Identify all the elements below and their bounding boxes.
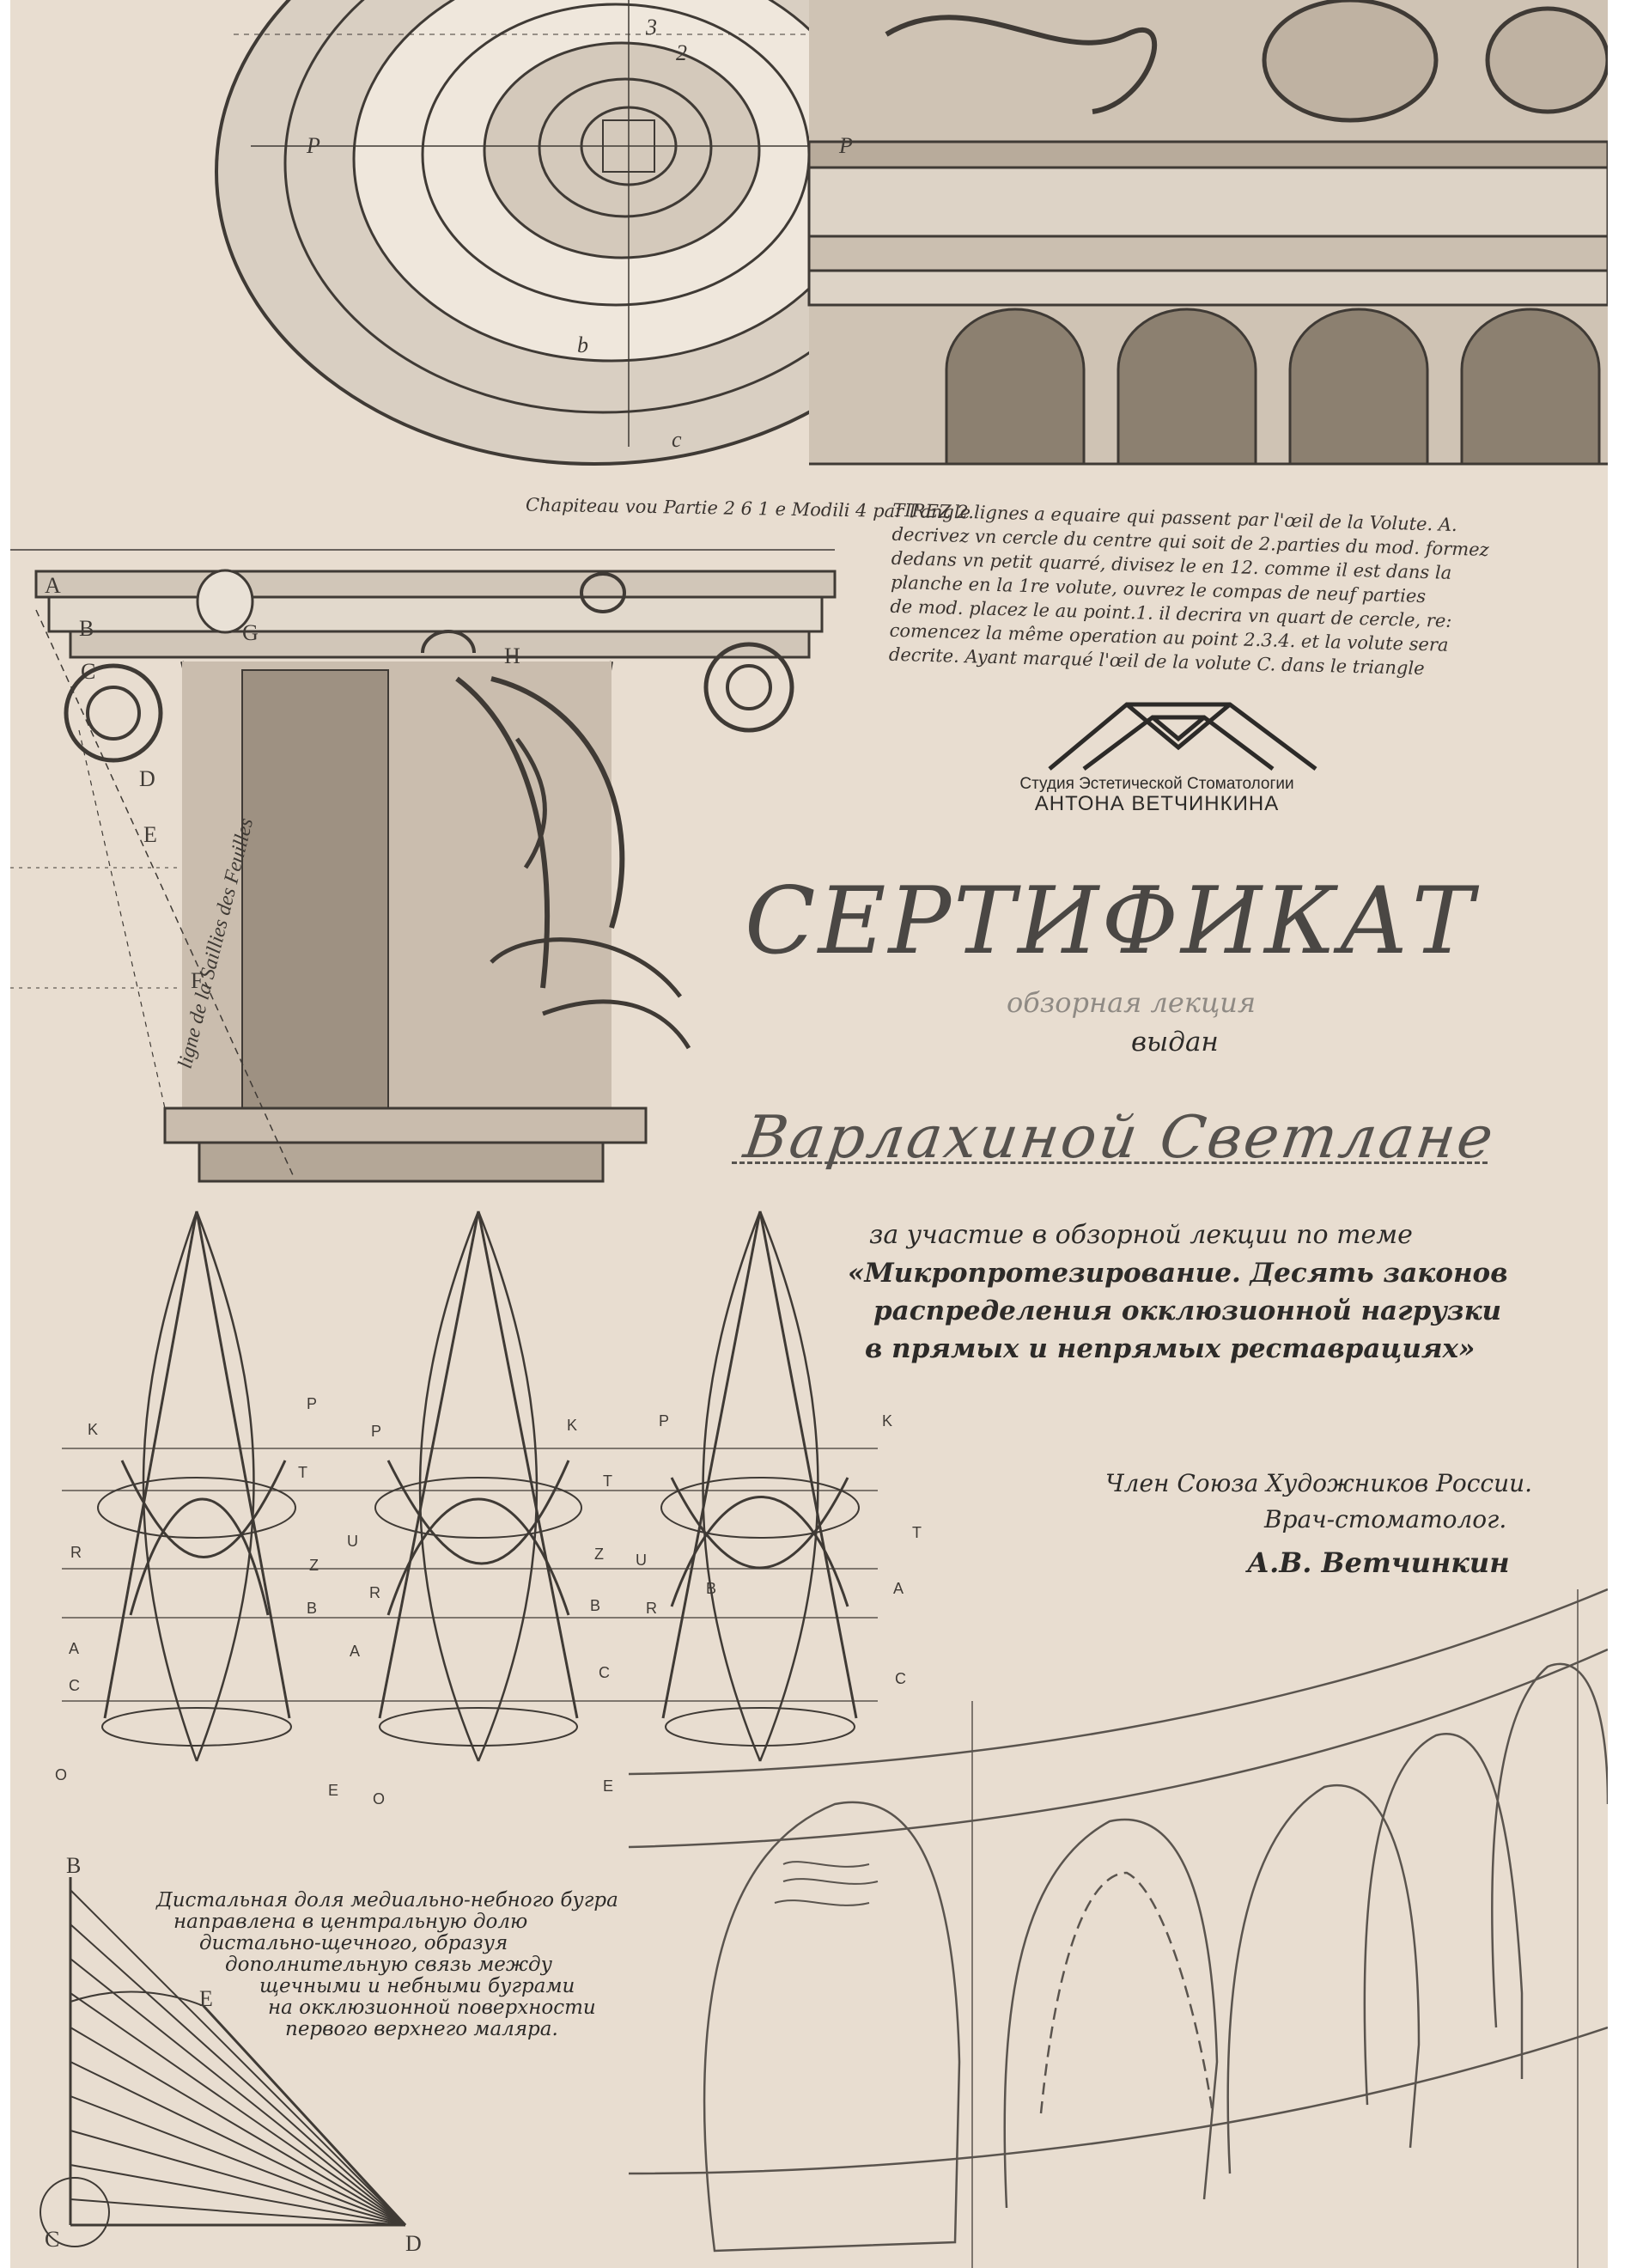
certificate-subtitle: обзорная лекция — [1007, 986, 1257, 1019]
studio-name-line2: АНТОНА ВЕТЧИНКИНА — [1034, 792, 1280, 815]
volute-label: c — [672, 427, 682, 452]
cusp-label: T — [298, 1464, 307, 1481]
cusp-label: C — [599, 1664, 610, 1681]
cusp-label: C — [895, 1670, 906, 1687]
capital-letter: C — [81, 659, 95, 684]
capital-letter: G — [242, 620, 259, 645]
cusp-label: C — [69, 1677, 80, 1694]
certificate-page: P P 3 2 c b A B G C D E F H ligne de la … — [10, 0, 1608, 2268]
cusp-label: E — [328, 1782, 338, 1799]
studio-name-line1: Студия Эстетической Стоматологии — [1019, 775, 1294, 793]
fan-label: C — [45, 2227, 59, 2252]
cusp-label: R — [369, 1584, 380, 1601]
cusp-label: U — [347, 1533, 358, 1550]
entablature-drawing — [807, 0, 1608, 466]
author-role: Врач-стоматолог. — [1264, 1505, 1507, 1533]
caption-line: направлена в центральную долю — [173, 1911, 528, 1933]
author-name: А.В. Ветчинкин — [1247, 1546, 1510, 1579]
lecture-topic-line: «Микропротезирование. Десять законов — [848, 1258, 1508, 1289]
fan-diagram — [40, 1877, 407, 2247]
volute-drawing — [215, 0, 974, 466]
fan-label: B — [66, 1853, 81, 1878]
recipient-underline — [732, 1161, 1488, 1164]
caption-line: щечными и небными буграми — [259, 1975, 575, 1997]
cusp-label: A — [350, 1643, 360, 1660]
capital-letter: F — [191, 968, 203, 993]
issued-label: выдан — [1131, 1027, 1219, 1058]
caption-line: дистально-щечного, образуя — [199, 1932, 508, 1954]
volute-instructions: TIREZ 2.lignes a equaire qui passent par… — [889, 498, 1563, 684]
cusp-label: O — [373, 1790, 385, 1808]
caption-line: Дистальная доля медиально-небного бугра — [156, 1889, 618, 1911]
cusp-label: P — [659, 1412, 669, 1430]
cusp-label: U — [636, 1552, 647, 1569]
engraving-illustrations: P P 3 2 c b A B G C D E F H ligne de la … — [10, 0, 1608, 2268]
cusp-label: Z — [594, 1546, 604, 1563]
cusp-label: R — [70, 1544, 82, 1561]
cusp-label: A — [893, 1580, 904, 1597]
studio-logo-icon — [1048, 702, 1317, 771]
cusp-label: P — [307, 1395, 317, 1412]
volute-label: P — [838, 133, 853, 158]
cusp-label: Z — [309, 1557, 319, 1574]
capital-letter: A — [45, 573, 61, 598]
cusp-label: A — [69, 1640, 79, 1657]
caption-line: дополнительную связь между — [225, 1954, 552, 1976]
cusp-label: K — [882, 1412, 892, 1430]
cusp-label: K — [567, 1417, 577, 1434]
fan-label: D — [405, 2231, 422, 2256]
lecture-topic-line: в прямых и непрямых реставрациях» — [865, 1333, 1476, 1364]
lecture-topic-line: распределения окклюзионной нагрузки — [873, 1296, 1502, 1326]
molar-caption: Дистальная доля медиально-небного бугра … — [139, 1890, 620, 2040]
cusp-label: O — [55, 1766, 67, 1783]
volute-label: b — [577, 332, 588, 357]
cusp-label: B — [307, 1600, 317, 1617]
participation-text: за участие в обзорной лекции по теме — [869, 1220, 1413, 1250]
cusp-label: E — [603, 1777, 613, 1795]
capital-letter: B — [79, 616, 94, 641]
author-role: Член Союза Художников России. — [1105, 1469, 1533, 1497]
cusp-label: B — [706, 1580, 716, 1597]
capital-letter: H — [504, 643, 520, 668]
cusp-label: B — [590, 1597, 600, 1614]
volute-label: 2 — [676, 40, 687, 65]
capital-letter: E — [143, 822, 157, 847]
fan-label: E — [199, 1986, 213, 2011]
cusp-label: P — [371, 1423, 381, 1440]
cusp-label: T — [912, 1524, 922, 1541]
capital-drawing — [10, 549, 837, 1183]
caption-line: на окклюзионной поверхности — [268, 1997, 596, 2019]
caption-line: первого верхнего маляра. — [285, 2018, 558, 2040]
volute-label: 3 — [645, 15, 657, 40]
cusp-drawings — [62, 1210, 878, 1762]
cusp-label: R — [646, 1600, 657, 1617]
teeth-sketch — [628, 1588, 1608, 2268]
cusp-label: K — [88, 1421, 98, 1438]
volute-label: P — [306, 133, 320, 158]
cusp-label: T — [603, 1472, 612, 1490]
capital-letter: D — [139, 766, 155, 791]
certificate-title: СЕРТИФИКАТ — [745, 868, 1476, 975]
